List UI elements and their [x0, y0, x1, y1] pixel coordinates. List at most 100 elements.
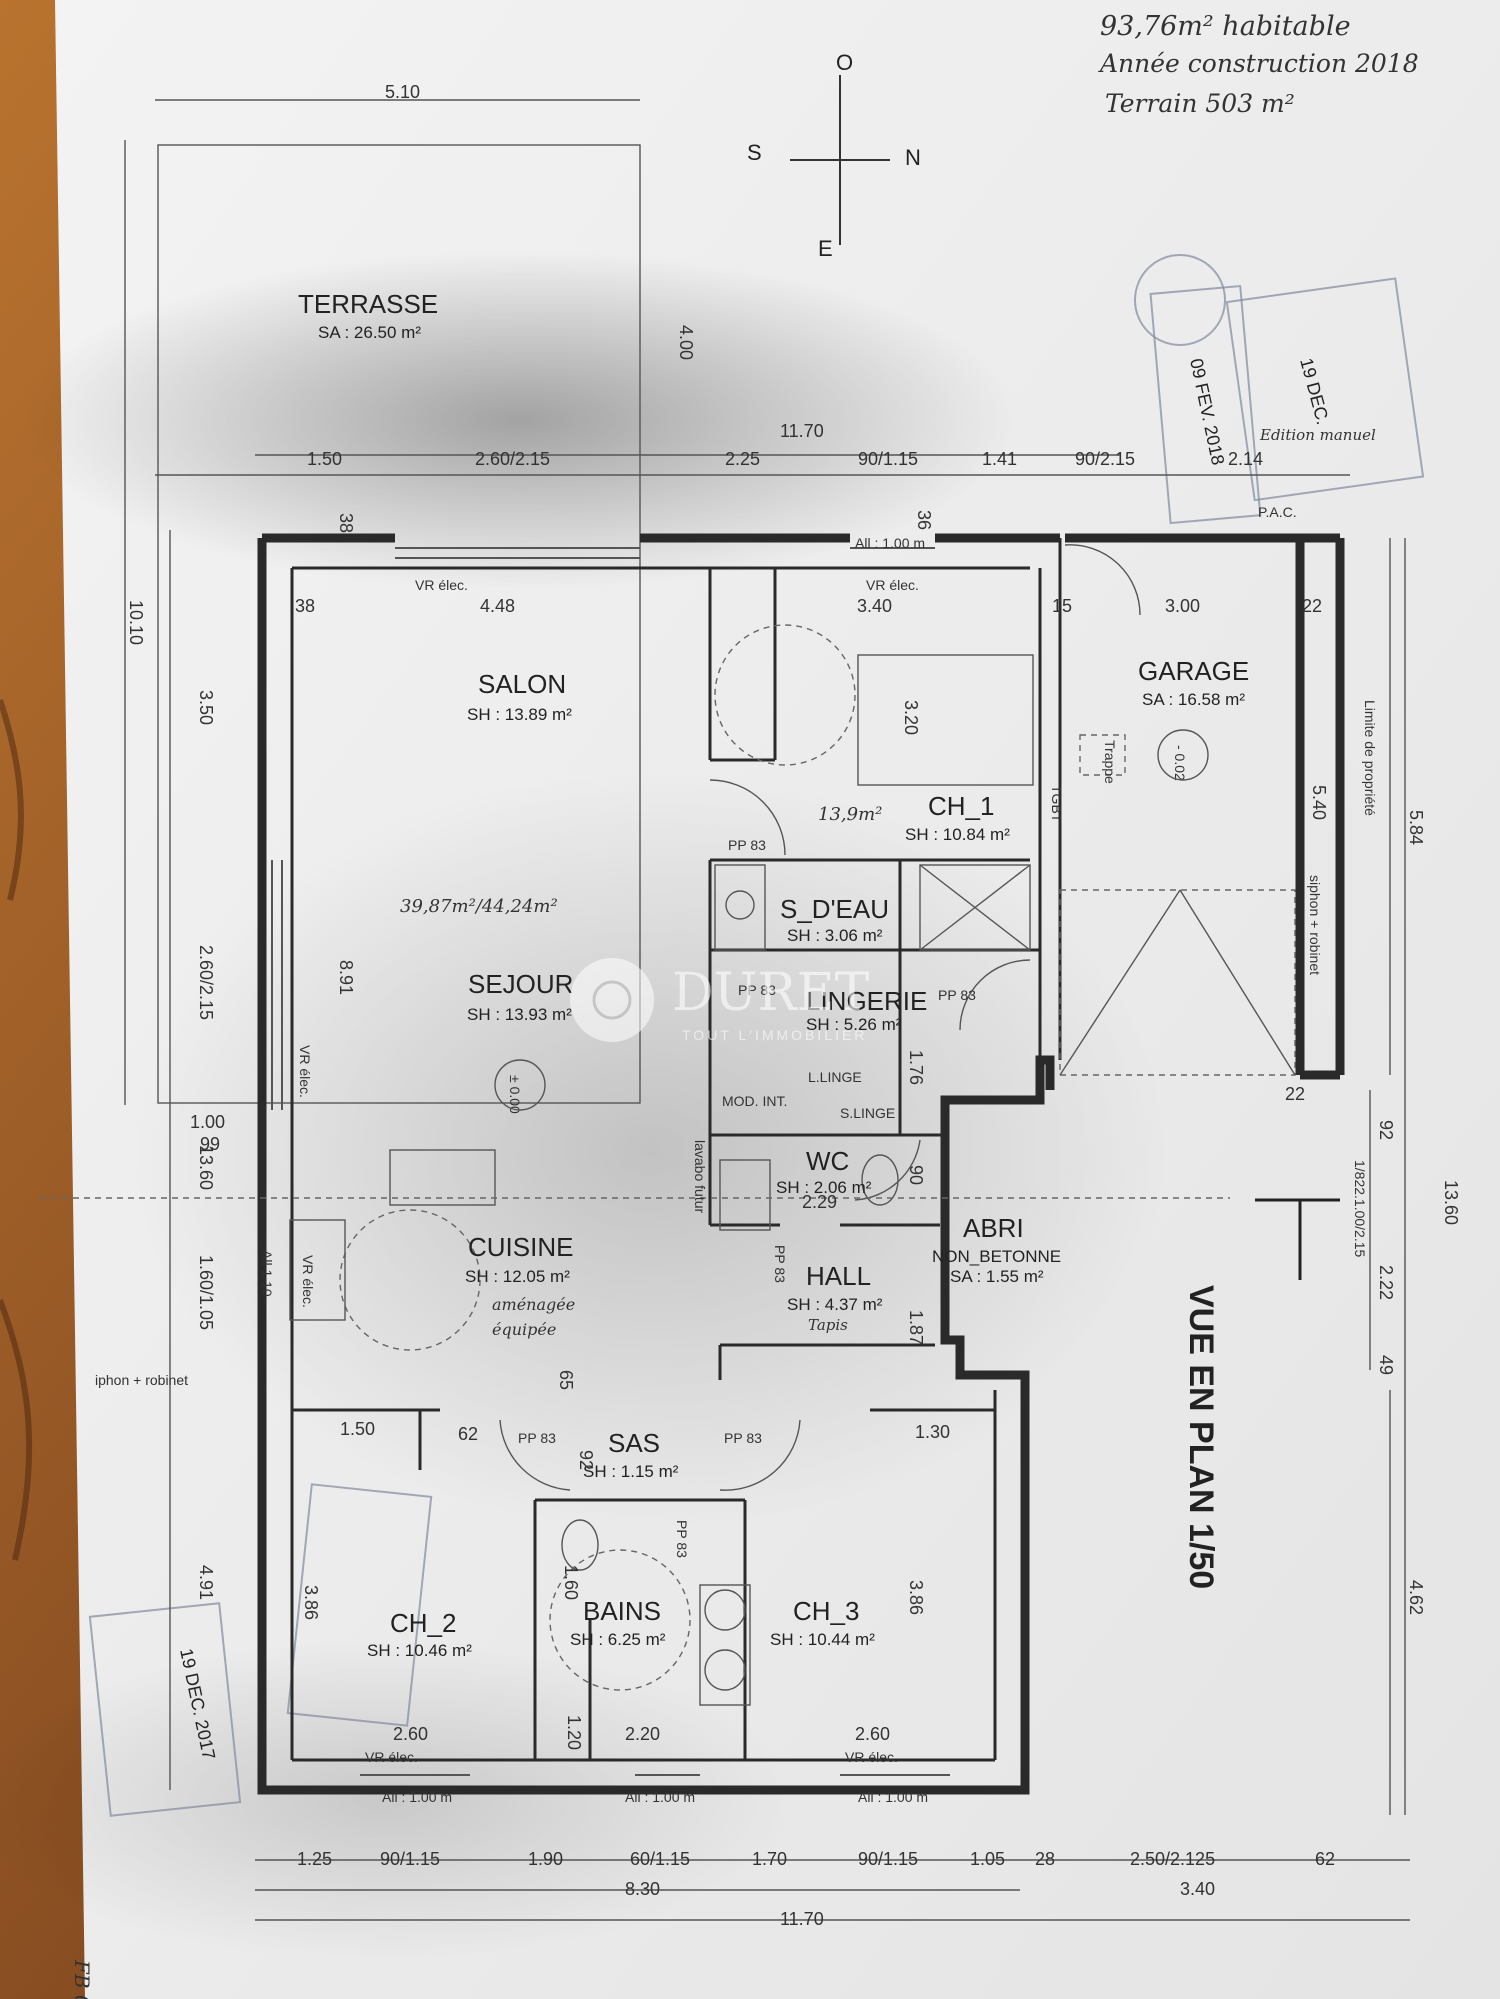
dim-hall-h: 1.87 — [906, 1310, 926, 1345]
label-trappe: Trappe — [1102, 740, 1118, 784]
label-vr-elec-ch1: VR élec. — [866, 577, 919, 593]
dim-r1-a: 1.50 — [307, 449, 342, 469]
label-siphon-left: iphon + robinet — [95, 1372, 188, 1388]
label-vr-elec-salon: VR élec. — [415, 577, 468, 593]
dim-38-b: 38 — [336, 513, 356, 533]
dim-ch3-h: 3.86 — [906, 1580, 926, 1615]
compass-south: S — [747, 140, 762, 165]
duret-watermark — [570, 958, 654, 1042]
label-all110: All 1.10 — [259, 1250, 275, 1297]
label-pp83-sas-right: PP 83 — [724, 1430, 762, 1446]
dimension-numbers: 5.10 11.70 1.50 2.60/2.15 2.25 90/1.15 1… — [126, 82, 1461, 1929]
room-hall-name: HALL — [806, 1261, 871, 1291]
dim-right-g: 49 — [1376, 1355, 1396, 1375]
dim-r1-f: 90/2.15 — [1075, 449, 1135, 469]
dim-ling-h: 1.76 — [906, 1050, 926, 1085]
room-abri-name: ABRI — [963, 1213, 1024, 1243]
dim-b3: 2.60 — [855, 1724, 890, 1744]
dim-top1: 5.10 — [385, 82, 420, 102]
label-lavabo: lavabo futur — [692, 1140, 708, 1213]
room-lingerie-area: SH : 5.26 m² — [806, 1015, 902, 1034]
label-limite-propriete: Limite de propriété — [1362, 700, 1378, 816]
room-wc-name: WC — [806, 1146, 849, 1176]
room-wc-area: SH : 2.06 m² — [776, 1178, 872, 1197]
room-hall-area: SH : 4.37 m² — [787, 1295, 883, 1314]
dim-bot2: 90/1.15 — [380, 1849, 440, 1869]
label-pp83-bains: PP 83 — [674, 1520, 690, 1558]
dim-bot-mid: 8.30 — [625, 1879, 660, 1899]
room-salon-area: SH : 13.89 m² — [467, 705, 572, 724]
dim-left-f: 1.60/1.05 — [196, 1255, 216, 1330]
label-s-linge: S.LINGE — [840, 1105, 895, 1121]
label-pp83-hall: PP 83 — [772, 1245, 788, 1283]
dim-bot4: 60/1.15 — [630, 1849, 690, 1869]
label-pp83-sas-left: PP 83 — [518, 1430, 556, 1446]
dim-r1-b: 2.60/2.15 — [475, 449, 550, 469]
room-sdeau-name: S_D'EAU — [780, 894, 889, 924]
dim-left-g: 4.91 — [196, 1565, 216, 1600]
room-ch3-name: CH_3 — [793, 1596, 859, 1626]
room-terrasse-area: SA : 26.50 m² — [318, 323, 421, 342]
dim-bot9: 2.50/2.125 — [1130, 1849, 1215, 1869]
plan-title: VUE EN PLAN 1/50 — [1182, 1285, 1220, 1589]
dim-ch2-h: 3.86 — [301, 1585, 321, 1620]
room-salon-name: SALON — [478, 669, 566, 699]
room-bains-name: BAINS — [583, 1596, 661, 1626]
room-lingerie-name: LINGERIE — [806, 986, 927, 1016]
dim-left-e: 99 — [200, 1134, 220, 1154]
room-ch3-area: SH : 10.44 m² — [770, 1630, 875, 1649]
dim-22-b: 22 — [1285, 1084, 1305, 1104]
dim-right-a: 5.84 — [1406, 810, 1426, 845]
dim-left-c: 1.00 — [190, 1112, 225, 1132]
note-cuisine-1: aménagée — [492, 1295, 575, 1314]
dim-22-a: 22 — [1302, 596, 1322, 616]
stamp-marks — [88, 254, 1425, 1817]
label-siphon-right: siphon + robinet — [1307, 875, 1323, 975]
label-pp83-ch1: PP 83 — [728, 837, 766, 853]
label-l-linge: L.LINGE — [808, 1069, 862, 1085]
note-salon: 39,87m²/44,24m² — [400, 896, 558, 917]
dim-terr-h: 4.00 — [676, 325, 696, 360]
label-level-garage: - 0.02 — [1172, 745, 1188, 781]
dim-36: 36 — [914, 510, 934, 530]
dim-right-c: 92 — [1376, 1120, 1396, 1140]
label-vr-elec-ch2: VR élec. — [365, 1749, 418, 1765]
dim-salon-w: 4.48 — [480, 596, 515, 616]
room-sejour-name: SEJOUR — [468, 969, 573, 999]
label-pp83-lingerie: PP 83 — [938, 987, 976, 1003]
dim-sej-h: 8.91 — [336, 960, 356, 995]
room-ch2-name: CH_2 — [390, 1608, 456, 1638]
dim-right-e: 4.62 — [1406, 1580, 1426, 1615]
label-pac: P.A.C. — [1258, 504, 1297, 520]
dim-bot3: 1.90 — [528, 1849, 563, 1869]
terrasse-outline — [157, 144, 641, 1104]
dim-left-d: 13.60 — [196, 1145, 216, 1190]
dim-ch1-w: 3.40 — [857, 596, 892, 616]
dim-b1: 2.60 — [393, 1724, 428, 1744]
label-tgbt: TGBT — [1049, 785, 1065, 823]
compass-north: N — [905, 145, 921, 170]
watermark-brand: DURET — [672, 963, 870, 1023]
label-all100-top: All : 1.00 m — [855, 535, 925, 551]
dim-right-f: 1/822.1.00/2.15 — [1352, 1160, 1368, 1258]
label-vr-elec-sejour: VR élec. — [297, 1045, 313, 1098]
label-level-sejour: ± 0.00 — [507, 1075, 523, 1114]
dim-left-a: 3.50 — [196, 690, 216, 725]
room-cuisine-name: CUISINE — [468, 1232, 573, 1262]
dim-bot6: 90/1.15 — [858, 1849, 918, 1869]
compass-east: E — [818, 236, 833, 261]
label-pp83-sdeau: PP 83 — [738, 982, 776, 998]
dim-bains-h: 1.20 — [564, 1715, 584, 1750]
dim-left-b: 2.60/2.15 — [196, 945, 216, 1020]
dim-bot7: 1.05 — [970, 1849, 1005, 1869]
label-vr-elec-ch3: VR élec. — [845, 1749, 898, 1765]
room-abri-area: SA : 1.55 m² — [950, 1267, 1044, 1286]
label-all100-ch2: All : 1.00 m — [382, 1789, 452, 1805]
room-bains-area: SH : 6.25 m² — [570, 1630, 666, 1649]
dim-90: 90 — [906, 1165, 926, 1185]
dim-r1-c: 2.25 — [725, 449, 760, 469]
dim-38-a: 38 — [295, 596, 315, 616]
dim-ch2-w: 1.50 — [340, 1419, 375, 1439]
